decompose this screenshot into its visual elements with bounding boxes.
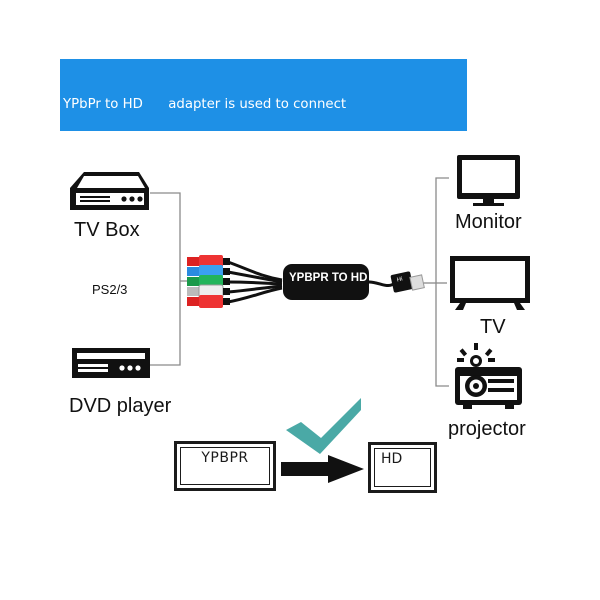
- tv-box-label: TV Box: [74, 219, 140, 241]
- dvd-player-label: DVD player: [69, 395, 172, 417]
- dvd-player-icon: [72, 348, 150, 378]
- monitor-icon: [457, 155, 520, 206]
- projector-icon: [455, 343, 522, 409]
- description-line-1: YPbPr to HD adapter is used to connect: [63, 97, 347, 112]
- description-box: YPbPr to HD adapter is used to connect Y…: [60, 59, 470, 274]
- display-bracket: [420, 177, 449, 387]
- ypbpr-label: YPBPR: [201, 450, 249, 466]
- adapter-label: YPBPR TO HD: [289, 272, 368, 284]
- projector-label: projector: [448, 418, 526, 440]
- monitor-label: Monitor: [455, 211, 522, 233]
- plug-text: Hi: [396, 276, 404, 284]
- hd-label: HD: [381, 451, 403, 467]
- arrow-icon: [281, 455, 364, 483]
- ypbpr-panel-inner: YPBPR: [180, 447, 270, 485]
- ps23-label: PS2/3: [92, 282, 128, 297]
- checkmark-icon: [286, 398, 361, 454]
- tv-box-icon: [70, 172, 149, 210]
- description-line-3: (such as DVD, PSP, Xbox 360, PS2, Ninten…: [63, 205, 431, 220]
- tv-icon: [450, 256, 530, 310]
- component-cable-icon: [187, 255, 425, 308]
- tv-label: TV: [480, 316, 506, 338]
- hd-panel: HD: [368, 442, 437, 493]
- description-line-2: YPbPr component source devices: [63, 151, 284, 166]
- ypbpr-panel: YPBPR: [174, 441, 276, 491]
- hd-panel-inner: HD: [374, 448, 431, 487]
